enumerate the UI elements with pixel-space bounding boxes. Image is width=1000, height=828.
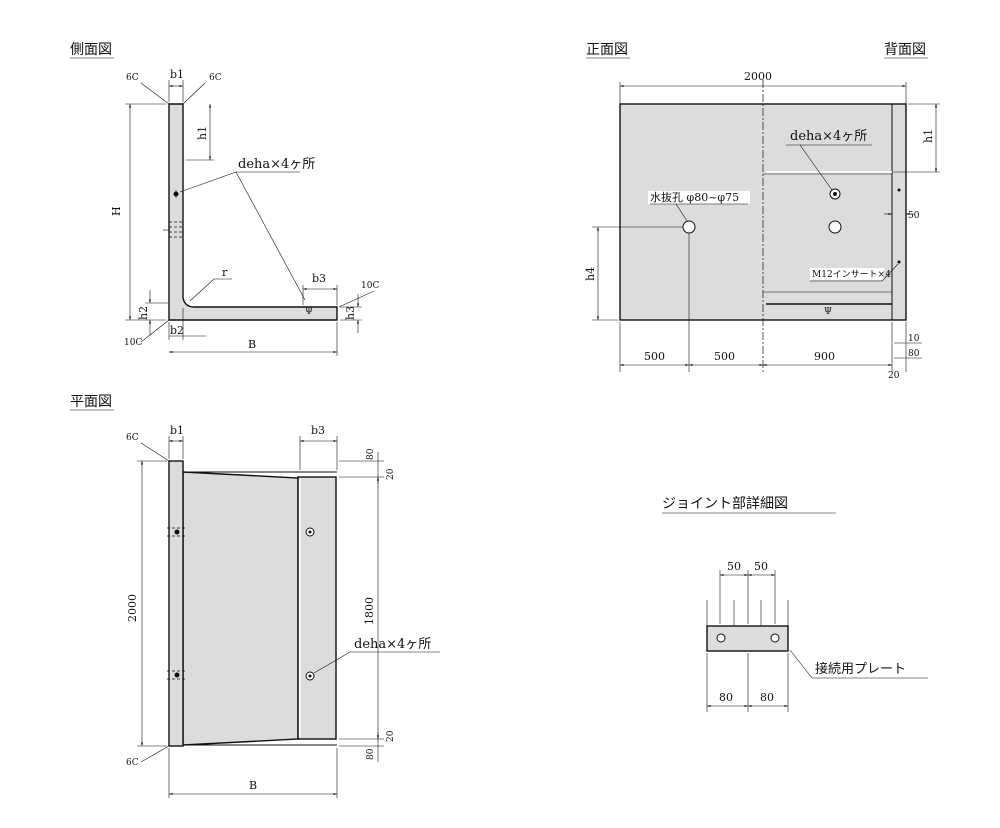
front-seg-500-right: 500 xyxy=(714,350,735,363)
side-h3: h3 xyxy=(344,306,357,320)
side-deha-label: deha×4ヶ所 xyxy=(238,157,315,172)
joint-bolt-left xyxy=(716,633,726,643)
side-section xyxy=(168,103,338,321)
front-deha-label: deha×4ヶ所 xyxy=(790,129,867,144)
side-chamfer-toe: 10C xyxy=(361,281,379,291)
joint-d80-right: 80 xyxy=(760,691,774,704)
plan-wall xyxy=(168,460,184,747)
plan-deha-label: deha×4ヶ所 xyxy=(354,637,431,652)
side-b2: b2 xyxy=(170,324,184,337)
side-h2: h2 xyxy=(137,306,150,320)
deha-marker-side-base: Ψ xyxy=(305,307,313,317)
front-seg-500-left: 500 xyxy=(644,350,665,363)
plan-length: 2000 xyxy=(126,594,139,622)
side-chamfer-top-left: 6C xyxy=(126,73,139,83)
plan-inner: 1800 xyxy=(363,597,376,625)
joint-d50-left: 50 xyxy=(727,560,741,573)
front-view-title: 正面図 xyxy=(586,42,628,58)
back-view-title: 背面図 xyxy=(884,42,926,58)
plan-chamfer-top: 6C xyxy=(126,433,139,443)
side-B: B xyxy=(248,338,256,351)
side-b1: b1 xyxy=(170,68,184,81)
plan-toe xyxy=(297,476,337,740)
plan-base xyxy=(182,471,299,746)
plan-top20: 20 xyxy=(386,468,396,480)
front-d10: 10 xyxy=(908,334,920,344)
plan-joint-bottom xyxy=(174,672,180,678)
front-d20: 20 xyxy=(888,371,900,381)
drain-hole-right xyxy=(828,220,842,234)
front-seg-900: 900 xyxy=(814,350,835,363)
plan-view: 平面図 deha×4ヶ所 6C 6C xyxy=(70,394,440,798)
plan-b1: b1 xyxy=(170,424,184,437)
front-width: 2000 xyxy=(744,70,772,83)
front-h1: h1 xyxy=(922,129,935,143)
plan-B: B xyxy=(249,779,257,792)
joint-plate-label: 接続用プレート xyxy=(815,661,906,677)
plan-top80: 80 xyxy=(366,448,376,460)
plan-joint-top xyxy=(174,529,180,535)
plan-bot20: 20 xyxy=(386,730,396,742)
front-h4: h4 xyxy=(584,267,597,281)
side-b3: b3 xyxy=(312,272,326,285)
front-drain-label: 水抜孔 φ80~φ75 xyxy=(650,190,739,204)
front-insert-label: M12インサート×4 xyxy=(812,269,891,280)
insert-point-top xyxy=(897,188,901,192)
side-H: H xyxy=(110,206,123,216)
joint-detail-title: ジョイント部詳細図 xyxy=(662,496,788,512)
insert-point-bottom xyxy=(897,260,901,264)
joint-d80-left: 80 xyxy=(719,691,733,704)
side-h1: h1 xyxy=(196,126,209,140)
plan-bot80: 80 xyxy=(366,748,376,760)
joint-d50-right: 50 xyxy=(754,560,768,573)
side-chamfer-bottom: 10C xyxy=(124,338,142,348)
side-r: r xyxy=(222,266,228,279)
front-d50: 50 xyxy=(908,211,920,221)
deha-marker-front: Ψ xyxy=(824,307,832,317)
drain-hole-left xyxy=(682,220,696,234)
side-view: 側面図 Ψ deha×4ヶ所 6C 6C b1 H xyxy=(70,42,379,356)
joint-bolt-right xyxy=(770,633,780,643)
plan-b3: b3 xyxy=(311,424,325,437)
plan-chamfer-bottom: 6C xyxy=(126,758,139,768)
side-view-title: 側面図 xyxy=(70,42,112,58)
front-d80: 80 xyxy=(908,349,920,359)
plan-view-title: 平面図 xyxy=(70,394,112,410)
joint-detail: ジョイント部詳細図 50 50 接続用プレート 80 80 xyxy=(662,496,928,712)
side-chamfer-top-right: 6C xyxy=(209,73,222,83)
front-view: 正面図 背面図 2000 Ψ deha×4ヶ所 水 xyxy=(584,42,940,381)
